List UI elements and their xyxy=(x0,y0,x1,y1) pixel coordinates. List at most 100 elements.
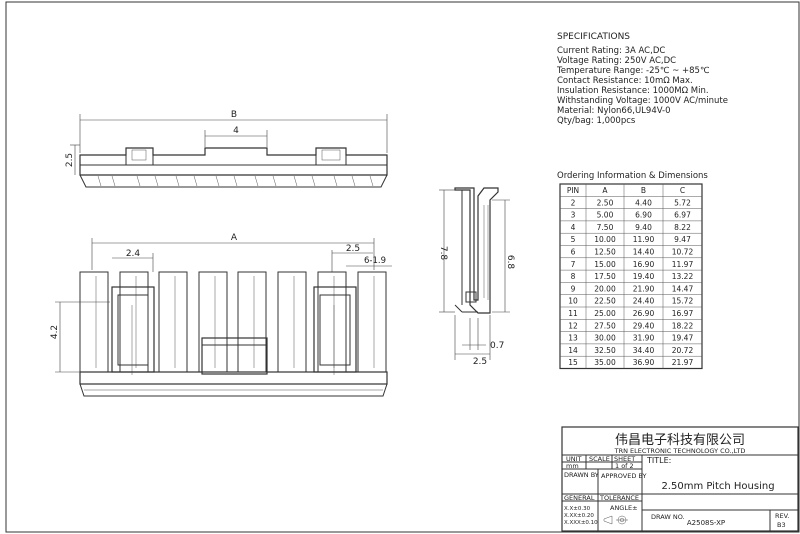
front-view: A 2.4 2.5 6-1.9 xyxy=(50,233,392,397)
dim-a: A xyxy=(231,233,238,243)
dim-6-8: 6.8 xyxy=(505,255,515,270)
table-header-cell: A xyxy=(602,186,608,195)
table-header-cell: C xyxy=(680,186,685,195)
dim-4-2: 4.2 xyxy=(50,325,60,339)
dim-2-4: 2.4 xyxy=(126,249,141,259)
company-name-cn: 伟昌电子科技有限公司 xyxy=(615,433,745,448)
table-cell: 7.50 xyxy=(597,223,614,232)
table-cell: 15 xyxy=(568,358,578,367)
unit-label: UNIT xyxy=(566,455,582,463)
table-header-cell: PIN xyxy=(567,186,579,195)
dim-2-5-right: 2.5 xyxy=(346,244,360,254)
draw-no-label: DRAW NO. xyxy=(651,513,685,521)
dim-2-5-top: 2.5 xyxy=(65,153,75,167)
table-cell: 27.50 xyxy=(594,321,616,330)
table-cell: 6 xyxy=(571,248,576,257)
table-cell: 19.40 xyxy=(633,272,655,281)
spec-line: Current Rating: 3A AC,DC xyxy=(557,46,665,56)
ordering-heading: Ordering Information & Dimensions xyxy=(557,171,708,181)
scale-label: SCALE xyxy=(589,455,610,463)
top-view: B 4 2.5 xyxy=(65,110,388,188)
table-cell: 11.97 xyxy=(672,260,694,269)
side-view: 7.8 6.8 0.7 2.5 xyxy=(438,187,515,367)
dim-b: B xyxy=(231,110,237,120)
company-name-en: TRN ELECTRONIC TECHNOLOGY CO.,LTD xyxy=(614,447,746,455)
table-cell: 6.90 xyxy=(635,211,652,220)
table-cell: 12.50 xyxy=(594,248,616,257)
approved-by-label: APPROVED BY xyxy=(601,472,647,480)
draw-no-value: A2508S-XP xyxy=(687,519,725,527)
table-cell: 21.97 xyxy=(672,358,694,367)
table-cell: 36.90 xyxy=(633,358,655,367)
table-cell: 12 xyxy=(568,321,578,330)
spec-line: Temperature Range: -25℃ ~ +85℃ xyxy=(556,66,710,76)
table-cell: 15.00 xyxy=(594,260,616,269)
table-cell: 21.90 xyxy=(633,284,655,293)
drawing-title: 2.50mm Pitch Housing xyxy=(661,481,774,492)
table-cell: 35.00 xyxy=(594,358,616,367)
tolerance-line: X.X±0.30 xyxy=(564,506,591,512)
table-cell: 34.40 xyxy=(633,346,655,355)
table-cell: 8 xyxy=(571,272,576,281)
tolerance-line: X.XXX±0.10 xyxy=(564,520,598,526)
table-cell: 10.72 xyxy=(672,248,694,257)
table-cell: 20.72 xyxy=(672,346,694,355)
table-cell: 5.00 xyxy=(597,211,614,220)
table-cell: 14.40 xyxy=(633,248,655,257)
table-cell: 14.47 xyxy=(672,284,694,293)
table-cell: 19.47 xyxy=(672,334,694,343)
table-cell: 13.22 xyxy=(672,272,694,281)
table-cell: 15.72 xyxy=(672,297,694,306)
table-cell: 11.90 xyxy=(633,235,655,244)
table-cell: 16.90 xyxy=(633,260,655,269)
spec-line: Withstanding Voltage: 1000V AC/minute xyxy=(557,96,728,106)
table-cell: 32.50 xyxy=(594,346,616,355)
rev-value: B3 xyxy=(777,521,786,529)
spec-line: Voltage Rating: 250V AC,DC xyxy=(557,56,676,66)
dim-2-5-side: 2.5 xyxy=(473,357,487,367)
table-cell: 7 xyxy=(571,260,576,269)
drawn-by-label: DRAWN BY xyxy=(564,471,599,479)
table-cell: 8.22 xyxy=(674,223,691,232)
table-cell: 25.00 xyxy=(594,309,616,318)
table-cell: 9.40 xyxy=(635,223,652,232)
table-cell: 9 xyxy=(571,284,576,293)
table-cell: 9.47 xyxy=(674,235,691,244)
spec-line: Insulation Resistance: 1000MΩ Min. xyxy=(557,86,709,96)
spec-line: Qty/bag: 1,000pcs xyxy=(557,116,636,126)
spec-heading: SPECIFICATIONS xyxy=(557,32,630,42)
table-cell: 18.22 xyxy=(672,321,694,330)
table-cell: 2.50 xyxy=(597,198,614,207)
dim-pin-pitch: 6-1.9 xyxy=(364,256,386,266)
table-cell: 30.00 xyxy=(594,334,616,343)
table-cell: 24.40 xyxy=(633,297,655,306)
table-cell: 5.72 xyxy=(674,198,691,207)
table-cell: 14 xyxy=(568,346,578,355)
general-label: GENERAL xyxy=(564,494,595,502)
rev-label: REV. xyxy=(775,512,789,520)
table-cell: 10.00 xyxy=(594,235,616,244)
angle-label: ANGLE± xyxy=(610,504,638,512)
table-cell: 22.50 xyxy=(594,297,616,306)
table-cell: 26.90 xyxy=(633,309,655,318)
projection-symbol-icon xyxy=(603,515,628,525)
sheet-value: 1 of 2 xyxy=(615,462,634,470)
table-header-cell: B xyxy=(641,186,646,195)
table-cell: 10 xyxy=(568,297,578,306)
sheet-label: SHEET xyxy=(614,455,635,463)
table-cell: 4 xyxy=(571,223,576,232)
table-cell: 13 xyxy=(568,334,578,343)
tolerance-label: TOLERANCE xyxy=(599,494,639,502)
title-label: TITLE: xyxy=(646,456,671,465)
specifications-block: SPECIFICATIONS Current Rating: 3A AC,DC … xyxy=(556,32,728,126)
table-cell: 29.40 xyxy=(633,321,655,330)
table-cell: 20.00 xyxy=(594,284,616,293)
table-cell: 17.50 xyxy=(594,272,616,281)
table-cell: 16.97 xyxy=(672,309,694,318)
dim-4: 4 xyxy=(233,126,239,136)
table-cell: 4.40 xyxy=(635,198,652,207)
title-block: 伟昌电子科技有限公司 TRN ELECTRONIC TECHNOLOGY CO.… xyxy=(561,426,799,532)
table-cell: 5 xyxy=(571,235,576,244)
